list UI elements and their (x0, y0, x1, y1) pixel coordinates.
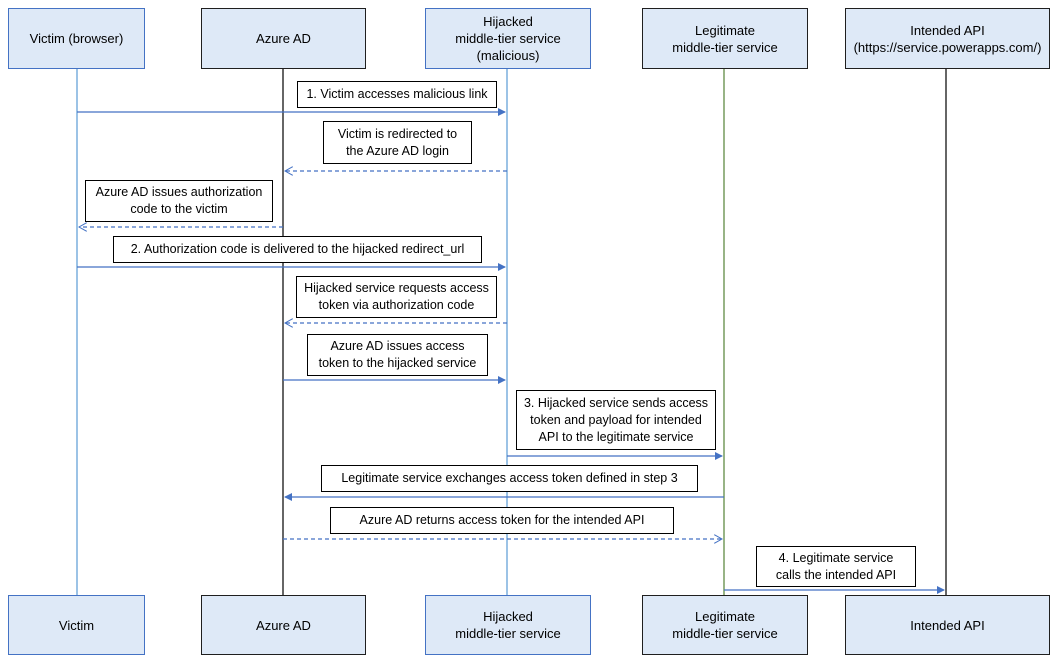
message-label-5: Hijacked service requests access token v… (296, 276, 497, 318)
participant-hijacked-service-footer: Hijacked middle-tier service (425, 595, 591, 655)
participant-intended-api-header: Intended API (https://service.powerapps.… (845, 8, 1050, 69)
message-label-6: Azure AD issues access token to the hija… (307, 334, 488, 376)
participant-legitimate-service-footer: Legitimate middle-tier service (642, 595, 808, 655)
message-label-8: Legitimate service exchanges access toke… (321, 465, 698, 492)
participant-victim-header: Victim (browser) (8, 8, 145, 69)
message-label-7: 3. Hijacked service sends access token a… (516, 390, 716, 450)
participant-legitimate-service-header: Legitimate middle-tier service (642, 8, 808, 69)
message-label-9: Azure AD returns access token for the in… (330, 507, 674, 534)
participant-azure-ad-header: Azure AD (201, 8, 366, 69)
participant-azure-ad-footer: Azure AD (201, 595, 366, 655)
participant-hijacked-service-header: Hijacked middle-tier service (malicious) (425, 8, 591, 69)
participant-victim-footer: Victim (8, 595, 145, 655)
message-label-10: 4. Legitimate service calls the intended… (756, 546, 916, 587)
message-label-1: 1. Victim accesses malicious link (297, 81, 497, 108)
message-label-3: Azure AD issues authorization code to th… (85, 180, 273, 222)
message-label-4: 2. Authorization code is delivered to th… (113, 236, 482, 263)
message-label-2: Victim is redirected to the Azure AD log… (323, 121, 472, 164)
participant-intended-api-footer: Intended API (845, 595, 1050, 655)
